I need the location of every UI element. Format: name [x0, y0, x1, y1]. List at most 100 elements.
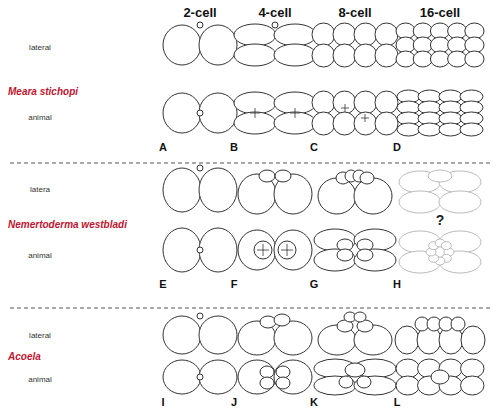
blastomere [396, 51, 415, 67]
blastomere [396, 359, 420, 378]
blastomere [276, 377, 290, 389]
blastomere [163, 93, 201, 133]
blastomere [197, 313, 203, 319]
column-header: 4-cell [258, 6, 291, 19]
blastomere [312, 112, 335, 135]
species-name: Acoela [8, 352, 41, 362]
blastomere [163, 228, 201, 272]
blastomere [439, 191, 481, 213]
species-name: Meara stichopi [8, 87, 78, 97]
panel-letter: L [394, 397, 401, 408]
view-label: lateral [29, 332, 51, 340]
blastomere [375, 91, 398, 114]
blastomere [354, 249, 396, 271]
panel-letter: C [310, 142, 318, 153]
view-label: lateral [29, 44, 51, 52]
blastomere [314, 229, 356, 251]
blastomere [234, 24, 276, 46]
blastomere [337, 249, 353, 261]
blastomere [238, 230, 276, 270]
blastomere [357, 249, 373, 261]
view-label: animal [28, 376, 52, 384]
blastomere [199, 228, 237, 272]
question-mark: ? [436, 213, 445, 227]
blastomere [274, 230, 312, 270]
blastomere [163, 25, 201, 65]
blastomere [234, 44, 276, 66]
blastomere [354, 376, 396, 395]
blastomere [199, 93, 237, 133]
blastomere [318, 178, 356, 214]
blastomere [357, 376, 371, 388]
blastomere [461, 326, 485, 354]
panel-letter: K [310, 397, 318, 408]
panel-letter: J [231, 397, 237, 408]
blastomere [395, 326, 419, 354]
blastomere [418, 123, 441, 136]
blastomere [312, 23, 335, 46]
blastomere [333, 112, 356, 135]
blastomere [333, 91, 356, 114]
row-divider [10, 308, 492, 309]
spindle-line [295, 108, 296, 118]
blastomere [339, 376, 353, 388]
panel-letter: E [159, 279, 166, 290]
blastomere [199, 25, 237, 65]
panel-letter: I [161, 397, 164, 408]
blastomere [259, 170, 275, 182]
panel-letter: F [231, 279, 238, 290]
blastomere [413, 51, 432, 67]
view-label: animal [28, 114, 52, 122]
blastomere [430, 51, 449, 67]
blastomere [396, 376, 420, 395]
view-label: animal [28, 252, 52, 260]
blastomere [314, 249, 356, 271]
panel-letter: H [393, 279, 401, 290]
blastomere [197, 22, 203, 28]
blastomere [333, 44, 356, 67]
blastomere [345, 363, 365, 377]
panel-letter: A [159, 142, 167, 153]
blastomere [197, 247, 203, 253]
spindle-line [255, 108, 256, 118]
blastomere [439, 123, 462, 136]
blastomere [274, 44, 316, 66]
spindle-line [345, 104, 346, 112]
blastomere [314, 376, 356, 395]
blastomere [441, 242, 451, 250]
blastomere [428, 170, 452, 182]
blastomere [431, 370, 449, 384]
panel-letter: B [230, 142, 238, 153]
blastomere [254, 241, 272, 259]
blastomere [460, 123, 483, 136]
blastomere [274, 24, 316, 46]
blastomere [260, 366, 274, 378]
panel-letter: D [393, 142, 401, 153]
blastomere [278, 241, 296, 259]
blastomere [360, 172, 374, 184]
view-label: latera [30, 186, 50, 194]
blastomere [163, 168, 201, 212]
blastomere [260, 377, 274, 389]
blastomere [276, 366, 290, 378]
blastomere [260, 316, 276, 328]
blastomere [163, 316, 201, 354]
spindle-line [263, 244, 264, 256]
blastomere [199, 316, 237, 354]
spindle-line [365, 114, 366, 122]
species-name: Nemertoderma westbladi [8, 220, 127, 230]
blastomere [375, 23, 398, 46]
blastomere [461, 376, 485, 395]
panel-letter: G [310, 279, 319, 290]
column-header: 8-cell [338, 6, 371, 19]
blastomere [354, 229, 396, 251]
blastomere [354, 23, 377, 46]
column-header: 2-cell [183, 6, 216, 19]
blastomere [448, 51, 467, 67]
blastomere [375, 112, 398, 135]
blastomere [199, 360, 237, 394]
blastomere [399, 191, 441, 213]
blastomere [354, 312, 366, 322]
blastomere [274, 360, 312, 394]
